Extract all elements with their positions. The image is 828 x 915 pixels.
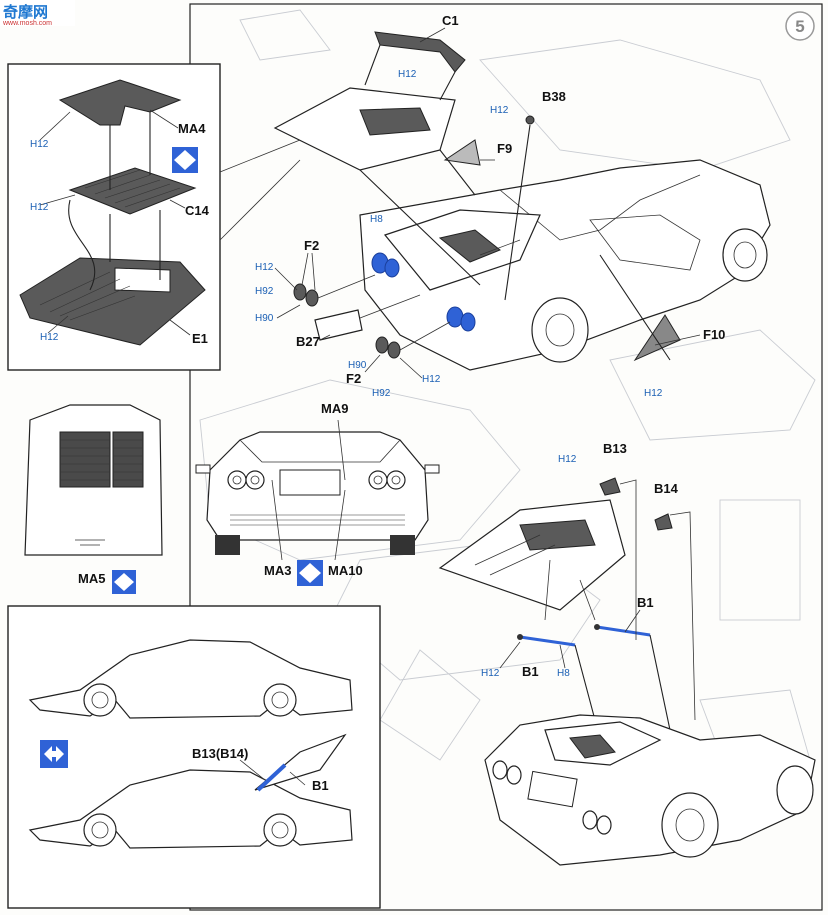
- paint-h92-top: H92: [255, 286, 274, 297]
- label-f2-bottom: F2: [346, 371, 361, 386]
- car-rear-face-view: MA9 MA3 MA10: [195, 401, 440, 586]
- paint-h8-b1: H8: [557, 668, 570, 679]
- paint-h12-f10: H12: [644, 388, 663, 399]
- label-c1: C1: [442, 13, 459, 28]
- label-ma10: MA10: [328, 563, 363, 578]
- paint-h12-b1: H12: [481, 668, 500, 679]
- label-b1-side: B1: [312, 778, 329, 793]
- paint-h90-top: H90: [255, 313, 274, 324]
- paint-h12-a: H12: [30, 139, 49, 150]
- paint-h12-b38: H12: [490, 105, 509, 116]
- label-ma5: MA5: [78, 571, 105, 586]
- main-car-rear-view: C1 H12 B38 H12 F9 H8 F2 H12 H92 H90 B27 …: [255, 13, 771, 399]
- paint-h90-bottom: H90: [348, 360, 367, 371]
- label-b1-right: B1: [637, 595, 654, 610]
- label-b13-b14: B13(B14): [192, 746, 248, 761]
- label-ma9: MA9: [321, 401, 348, 416]
- main-frame: [189, 3, 823, 911]
- paint-h8: H8: [370, 214, 383, 225]
- watermark-url: www.mosh.com: [2, 20, 52, 27]
- watermark-site: 奇摩网: [3, 3, 48, 21]
- label-f9: F9: [497, 141, 512, 156]
- step-number: 5: [795, 17, 804, 36]
- decal-icon-ma3-ma10: [297, 560, 323, 586]
- part-c1: [374, 31, 466, 73]
- label-ma3: MA3: [264, 563, 291, 578]
- decal-icon: [172, 147, 198, 173]
- label-b13: B13: [603, 441, 627, 456]
- paint-h12-c1: H12: [398, 69, 417, 80]
- paint-h12-bottom: H12: [422, 374, 441, 385]
- label-c14: C14: [185, 203, 210, 218]
- label-ma4: MA4: [178, 121, 206, 136]
- paint-h12-f2: H12: [255, 262, 274, 273]
- label-f2-top: F2: [304, 238, 319, 253]
- decal-ma4: [58, 79, 182, 126]
- paint-h12-b13: H12: [558, 454, 577, 465]
- decal-icon-ma5: [112, 570, 136, 594]
- label-b14: B14: [654, 481, 679, 496]
- panel-louvre-cover: MA5: [24, 404, 163, 594]
- part-c14: [68, 167, 197, 215]
- panel-side-views: B13(B14) B1: [7, 605, 381, 909]
- paint-h12-b: H12: [30, 202, 49, 213]
- label-e1: E1: [192, 331, 208, 346]
- panel-engine-cover-subassembly: MA4 C14 E1 H12 H12 H12: [7, 63, 301, 371]
- alternative-arrow-icon: [40, 740, 68, 768]
- label-f10: F10: [703, 327, 725, 342]
- hood-strut-assembly: H12 B13 B14 B1 B1 H12 H8: [438, 441, 816, 866]
- watermark-logo: 奇摩网 www.mosh.com: [0, 0, 75, 27]
- label-b27: B27: [296, 334, 320, 349]
- label-b1-left: B1: [522, 664, 539, 679]
- label-b38: B38: [542, 89, 566, 104]
- step-number-badge: 5: [785, 11, 815, 41]
- paint-h92-bottom: H92: [372, 388, 391, 399]
- paint-h12-c: H12: [40, 332, 59, 343]
